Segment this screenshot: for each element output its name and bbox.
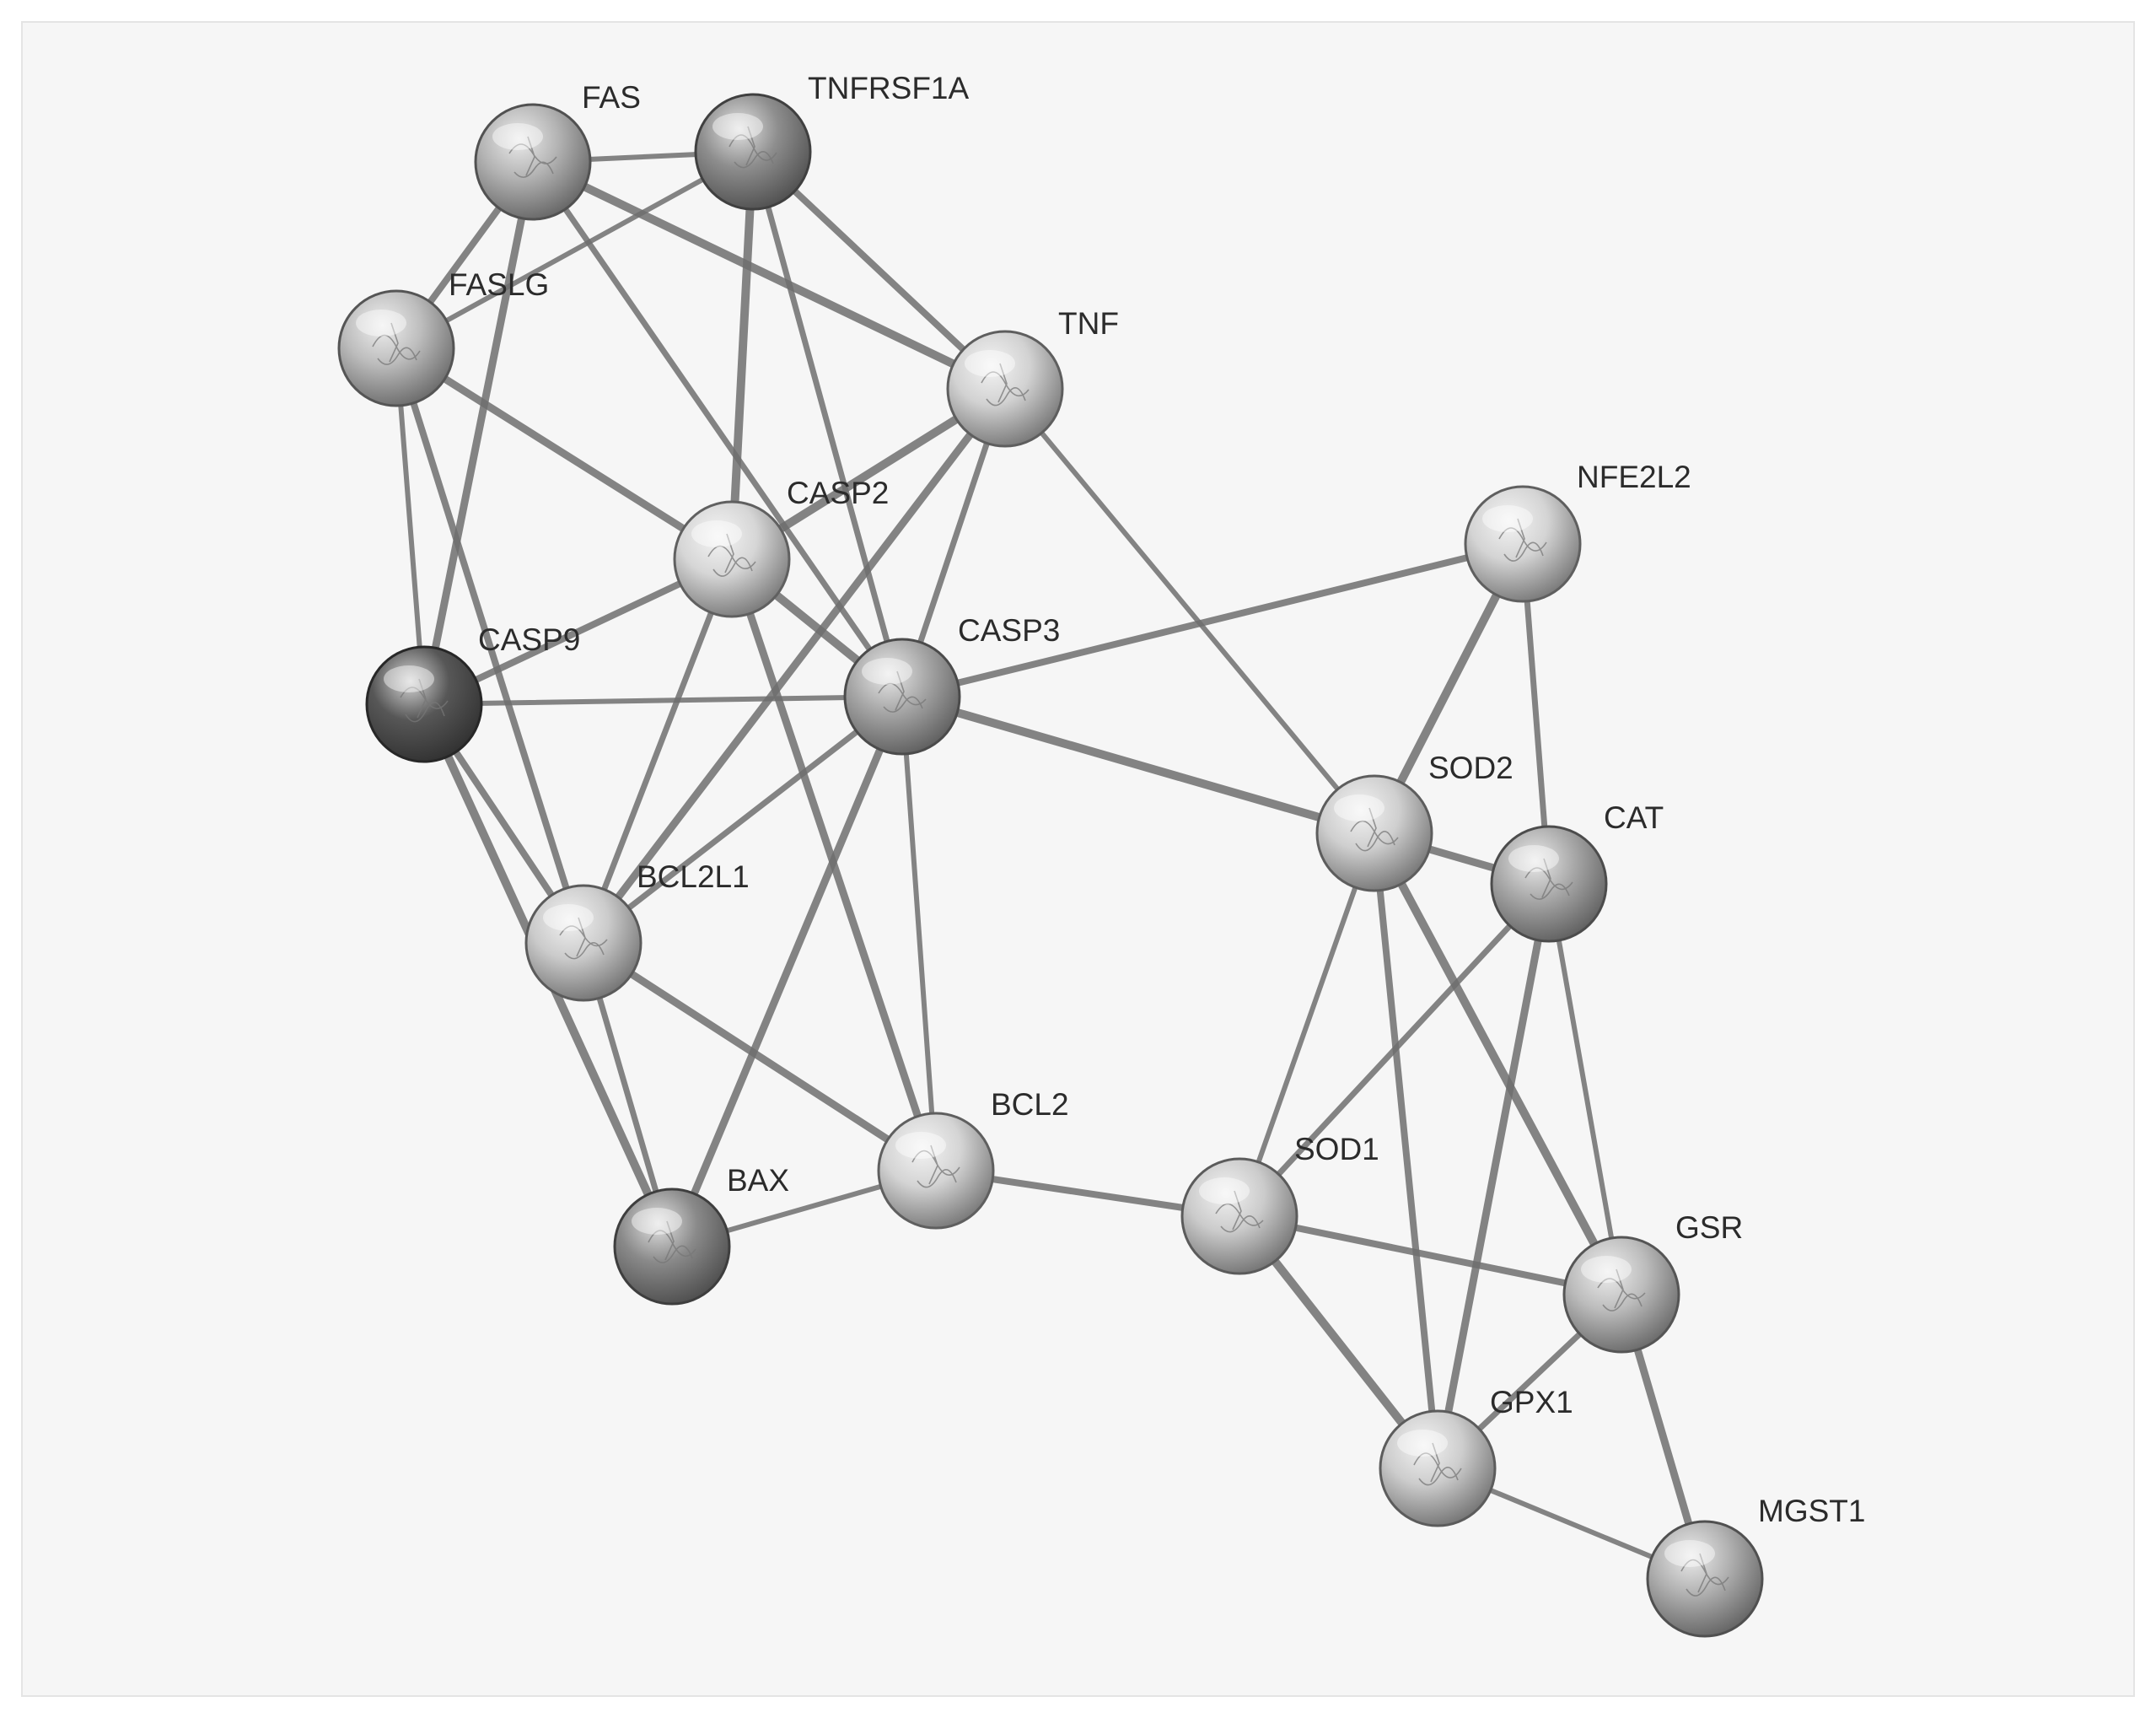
node-label-bcl2: BCL2 [991,1087,1069,1122]
node-highlight [1581,1256,1632,1283]
node-label-tnf: TNF [1058,306,1119,341]
node-highlight [1199,1177,1250,1204]
node-label-gpx1: GPX1 [1490,1385,1573,1419]
protein-structure-glyph [1498,518,1547,562]
node-label-sod2: SOD2 [1428,751,1514,785]
node-bcl2[interactable] [877,1112,995,1230]
protein-structure-glyph [1524,858,1573,900]
node-label-sod1: SOD1 [1294,1132,1379,1166]
protein-structure-glyph [981,363,1030,407]
node-highlight [1482,505,1533,532]
node-casp2[interactable] [673,500,791,618]
node-tnfrsf1a[interactable] [694,93,812,211]
edge-tnfrsf1a-casp2 [728,148,757,563]
protein-structure-glyph [559,917,608,960]
protein-structure-glyph [878,671,927,713]
protein-structure-glyph [1413,1442,1462,1486]
node-highlight [356,310,406,337]
node-highlight [1664,1540,1715,1567]
protein-structure-glyph [1350,807,1399,852]
node-layer [337,93,1764,1638]
node-fas[interactable] [474,103,592,221]
node-label-bcl2l1: BCL2L1 [637,859,750,894]
protein-structure-glyph [729,126,777,169]
node-highlight [712,113,763,140]
node-label-mgst1: MGST1 [1758,1494,1865,1528]
protein-structure-glyph [508,136,557,178]
edge-bcl2l1-bcl2 [579,939,940,1175]
node-label-gsr: GSR [1675,1210,1743,1245]
protein-structure-glyph [1215,1190,1264,1233]
node-label-bax: BAX [727,1163,789,1198]
edge-casp3-sod2 [898,692,1379,837]
edge-sod2-gsr [1370,829,1626,1299]
edge-casp3-bax [668,692,906,1251]
node-label-fas: FAS [582,80,641,115]
protein-structure-glyph [1680,1553,1729,1597]
node-nfe2l2[interactable] [1464,485,1582,603]
node-label-casp9: CASP9 [478,622,580,657]
edge-tnf-sod2 [1003,386,1377,836]
edge-cat-gsr [1546,881,1624,1297]
protein-structure-glyph [707,533,756,577]
node-highlight [1508,845,1559,872]
node-highlight [862,658,912,685]
node-gpx1[interactable] [1379,1409,1497,1527]
node-label-faslg: FASLG [449,267,549,302]
node-bax[interactable] [613,1188,731,1306]
edge-casp3-nfe2l2 [899,541,1526,700]
node-label-casp3: CASP3 [958,613,1060,648]
node-label-casp2: CASP2 [787,476,889,510]
edge-fas-casp9 [420,158,537,708]
node-label-tnfrsf1a: TNFRSF1A [808,71,970,105]
node-sod1[interactable] [1180,1157,1298,1275]
edge-sod1-gsr [1236,1213,1625,1298]
node-highlight [492,123,543,150]
protein-structure-glyph [372,322,421,365]
node-label-nfe2l2: NFE2L2 [1577,460,1691,494]
edge-casp9-casp3 [422,694,905,707]
node-sod2[interactable] [1315,774,1433,892]
node-casp9[interactable] [365,645,483,763]
node-label-cat: CAT [1604,800,1664,835]
edge-sod2-gpx1 [1371,830,1441,1472]
edge-faslg-casp2 [392,344,736,563]
protein-structure-glyph [1597,1268,1646,1311]
protein-structure-glyph [400,678,449,723]
node-highlight [895,1132,946,1159]
node-highlight [1334,794,1384,821]
network-background [21,21,2135,1697]
edge-cat-sod1 [1236,881,1552,1220]
node-casp3[interactable] [843,638,961,756]
edge-faslg-bcl2l1 [393,345,587,946]
node-mgst1[interactable] [1646,1520,1764,1638]
edge-fas-tnf [529,158,1009,393]
protein-structure-glyph [648,1220,696,1263]
edge-sod2-sod1 [1237,831,1377,1219]
edge-tnf-bcl2l1 [579,385,1009,947]
node-gsr[interactable] [1562,1236,1680,1354]
protein-structure-glyph [911,1144,960,1188]
node-highlight [384,665,434,692]
node-bcl2l1[interactable] [524,884,642,1002]
node-highlight [965,350,1015,377]
edge-casp2-bcl2l1 [580,556,735,946]
node-highlight [543,904,594,931]
node-highlight [691,520,742,547]
node-faslg[interactable] [337,289,455,407]
edge-cat-gpx1 [1433,880,1553,1473]
node-highlight [1397,1430,1448,1457]
edge-tnfrsf1a-casp3 [750,148,906,700]
node-cat[interactable] [1490,825,1608,943]
edge-tnfrsf1a-faslg [394,149,755,351]
edge-casp3-bcl2 [900,694,938,1173]
edge-faslg-casp9 [394,346,427,707]
node-highlight [632,1208,682,1235]
node-tnf[interactable] [946,330,1064,448]
edge-casp3-bcl2l1 [580,693,906,946]
